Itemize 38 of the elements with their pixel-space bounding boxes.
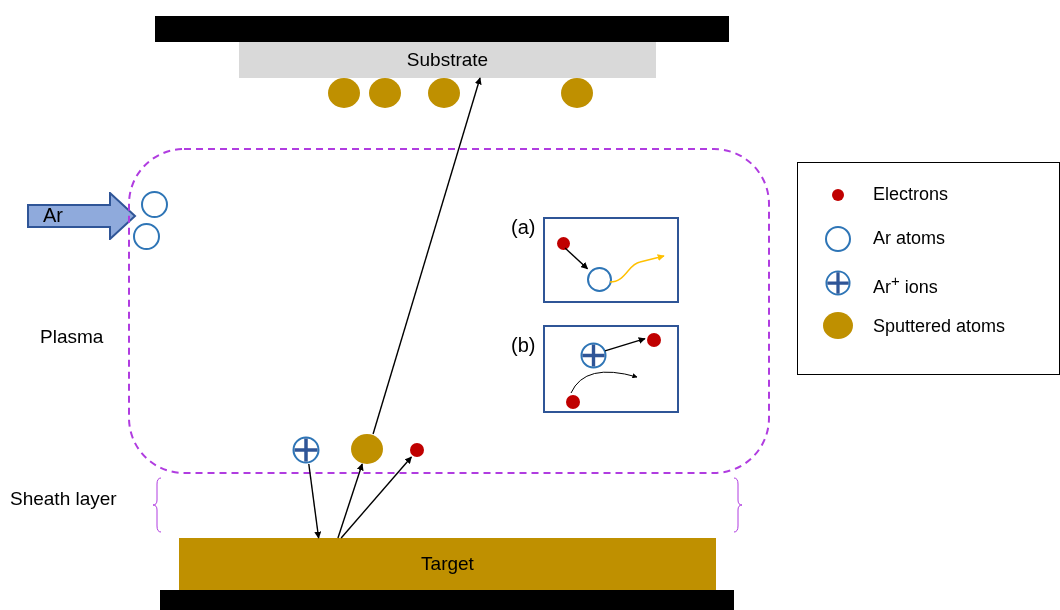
layer-label: Sheath layer (10, 488, 117, 510)
ar-atom (587, 267, 612, 292)
substrate-plate (239, 42, 656, 78)
sputtered-atom (351, 434, 383, 464)
text-label: Target (421, 553, 474, 575)
legend-text: Ar$^{+}$ ions (873, 272, 938, 298)
electron (410, 443, 424, 457)
electrode-bar (155, 16, 729, 42)
gas-inlet-arrow (27, 192, 137, 240)
arrow (308, 463, 322, 539)
target-plate (179, 538, 716, 590)
sputtered-atom (369, 78, 401, 108)
region-label: Plasma (40, 326, 104, 348)
sputtered-atom (328, 78, 360, 108)
arrow (337, 463, 364, 539)
arrow (604, 337, 646, 352)
legend-text: Ar atoms (873, 228, 946, 249)
sputtered-atom (561, 78, 593, 108)
sputtered-atom (428, 78, 460, 108)
ar-atom (141, 191, 168, 218)
arrow (340, 456, 413, 539)
arrow (609, 254, 665, 283)
ar-ion (580, 342, 607, 369)
ar-ion (292, 436, 320, 464)
electrode-bar (160, 590, 734, 610)
text-label: Substrate (406, 49, 489, 71)
legend-text: Electrons (873, 184, 949, 205)
electron (557, 237, 570, 250)
panel-label: (b) (511, 334, 536, 357)
text-label: Ar (43, 204, 63, 227)
legend-text: Sputtered atoms (873, 316, 1006, 337)
electron (566, 395, 580, 409)
arrow (372, 77, 482, 435)
ar-atom (133, 223, 160, 250)
panel-label: (a) (511, 216, 536, 239)
arrow (570, 371, 638, 394)
electron (647, 333, 661, 347)
arrow (564, 247, 589, 270)
